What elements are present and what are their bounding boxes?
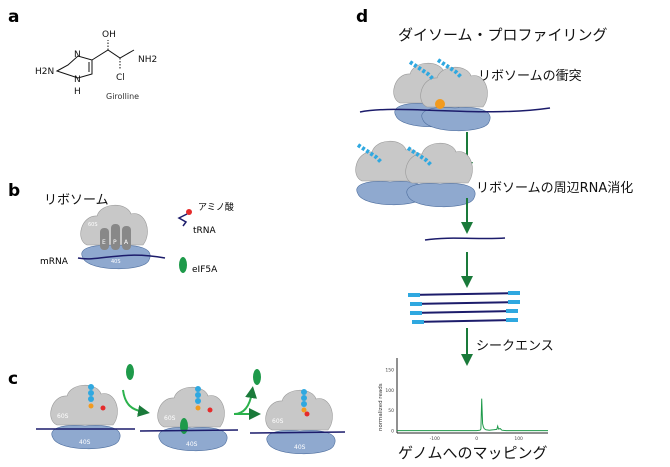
ribosome-state-1: 60S 40S: [50, 384, 121, 450]
eif5a-icon: [179, 257, 187, 273]
mapping-chart: normalized reads -100 0 100 0 50 100 150: [378, 358, 548, 442]
p-site-label: P: [113, 239, 117, 246]
ribosome-diagram: 60S E P A 40S: [80, 204, 151, 270]
release-arrow: [233, 386, 258, 415]
panel-label-d: d: [356, 7, 368, 27]
step-collision: リボソームの衝突: [478, 68, 582, 84]
e-site-label: E: [102, 239, 106, 246]
40s-label: 40S: [186, 441, 198, 448]
mrna-strand: [359, 107, 551, 113]
h-label: H: [74, 87, 81, 97]
trna-label: tRNA: [193, 226, 217, 236]
h2n-label: H2N: [35, 67, 54, 77]
nh-label: N: [74, 75, 81, 85]
60s-label: 60S: [272, 418, 284, 425]
y-tick-label: 0: [391, 429, 394, 435]
compound-name: Girolline: [106, 92, 139, 101]
trna-icon: [177, 213, 188, 227]
40s-label: 40S: [111, 259, 121, 265]
ribosome-label: リボソーム: [44, 193, 109, 208]
x-tick-label: 0: [475, 436, 478, 442]
step-mapping: ゲノムへのマッピング: [398, 444, 548, 462]
eif5a-label: eIF5A: [192, 265, 218, 275]
sequencing-reads: [407, 291, 521, 324]
binding-arrow: [122, 389, 150, 417]
y-tick-label: 50: [388, 408, 394, 414]
ribosome-state-3: 60S 40S: [265, 389, 336, 455]
60s-label: 60S: [88, 222, 98, 228]
step-digestion: リボソームの周辺RNA消化: [476, 181, 633, 196]
60s-label: 60S: [164, 415, 176, 422]
amino-acid-label: アミノ酸: [198, 202, 234, 213]
mrna-strand: [77, 254, 166, 260]
panel-label-b: b: [8, 181, 20, 201]
y-tick-label: 150: [385, 368, 394, 374]
nh2-label: NH2: [138, 55, 157, 65]
protected-rna-fragment: [424, 237, 506, 241]
n-label: N: [74, 50, 81, 60]
panel-label-c: c: [8, 369, 18, 389]
x-tick-label: 100: [514, 436, 523, 442]
40s-label: 40S: [294, 444, 306, 451]
oh-label: OH: [102, 30, 116, 40]
60s-label: 60S: [57, 413, 69, 420]
x-tick-label: -100: [430, 436, 440, 442]
girolline-structure: [55, 40, 135, 79]
y-tick-label: 100: [385, 388, 394, 394]
eif5a-release-icon: [253, 369, 261, 385]
mrna-strand: [36, 428, 346, 434]
reads-series-line: [397, 398, 548, 432]
step-sequencing: シークエンス: [476, 339, 554, 354]
cl-label: Cl: [116, 73, 125, 83]
mrna-label: mRNA: [40, 257, 69, 267]
ribosome-state-2: 60S 40S: [157, 386, 228, 452]
disome-title: ダイソーム・プロファイリング: [398, 26, 608, 44]
panel-label-a: a: [8, 7, 19, 27]
a-site-label: A: [124, 239, 129, 246]
amino-acid-icon: [186, 209, 192, 215]
y-axis-label: normalized reads: [378, 383, 384, 431]
40s-label: 40S: [79, 439, 91, 446]
collision-icon: [435, 99, 445, 109]
eif5a-binding-icon: [126, 364, 134, 380]
